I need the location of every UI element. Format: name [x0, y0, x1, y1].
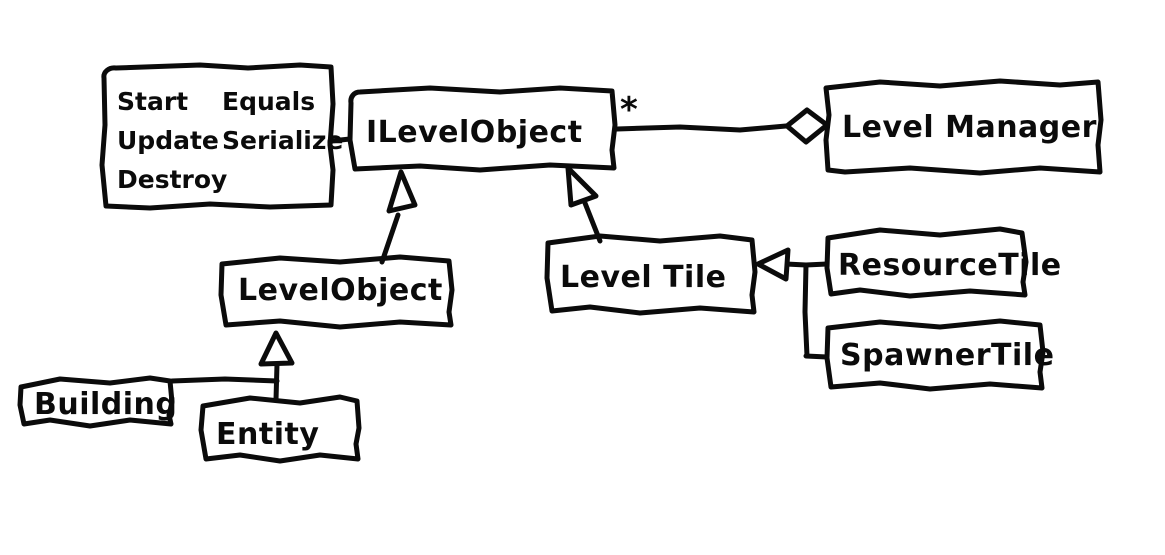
method-destroy: Destroy	[117, 165, 227, 194]
entity-label: Entity	[216, 417, 319, 452]
levelobject-box-outline	[218, 254, 455, 330]
class-levelobject[interactable]: LevelObject	[218, 254, 455, 330]
leveltile-label: Level Tile	[560, 260, 726, 295]
levelobject-label: LevelObject	[238, 273, 443, 308]
levelobject-to-ilevelobject-line	[379, 212, 401, 265]
resourcetile-label: ResourceTile	[838, 248, 1062, 283]
leveltile-inheritance-arrowhead	[755, 247, 791, 282]
spawnertile-to-bus-line	[803, 353, 830, 360]
class-ilevelobject[interactable]: ILevelObject	[347, 85, 618, 173]
class-entity[interactable]: Entity	[198, 394, 362, 464]
leveltile-box-outline	[544, 233, 758, 316]
aggregation-line	[614, 123, 789, 133]
ilevelobject-multiplicity: *	[620, 90, 638, 130]
levelmanager-box-outline	[823, 78, 1104, 176]
method-update: Update	[117, 126, 219, 155]
resourcetile-box-outline	[824, 226, 1029, 299]
leveltile-inheritance-triangle	[565, 165, 599, 208]
method-equals: Equals	[222, 87, 315, 116]
resourcetile-to-bus-line	[803, 261, 830, 268]
class-spawnertile[interactable]: SpawnerTile	[824, 318, 1054, 392]
class-leveltile[interactable]: Level Tile	[544, 233, 758, 316]
methods-box[interactable]: Start Update Destroy Equals Serialize	[99, 62, 343, 211]
methods-to-ilevelobject-link	[328, 136, 353, 144]
class-building[interactable]: Building	[17, 375, 177, 429]
building-label: Building	[34, 387, 177, 422]
building-to-bus-line	[169, 376, 280, 384]
levelmanager-label: Level Manager	[842, 110, 1097, 145]
building-box-outline	[17, 375, 175, 429]
methods-box-outline	[99, 62, 336, 211]
levelobject-inheritance-triangle	[386, 169, 418, 214]
class-resourcetile[interactable]: ResourceTile	[824, 226, 1062, 299]
spawnertile-label: SpawnerTile	[840, 338, 1054, 373]
aggregation-diamond	[784, 107, 830, 145]
ilevelobject-label: ILevelObject	[366, 115, 583, 150]
spawnertile-box-outline	[824, 318, 1046, 392]
method-start: Start	[117, 87, 188, 116]
tile-bus-vertical-line	[802, 262, 810, 359]
method-serialize: Serialize	[222, 126, 343, 155]
class-levelmanager[interactable]: Level Manager	[823, 78, 1104, 176]
leveltile-to-ilevelobject-line	[580, 195, 603, 244]
entity-box-outline	[198, 394, 362, 464]
ilevelobject-box-outline	[347, 85, 618, 173]
levelobject-inheritance-triangle-bottom	[258, 330, 295, 367]
